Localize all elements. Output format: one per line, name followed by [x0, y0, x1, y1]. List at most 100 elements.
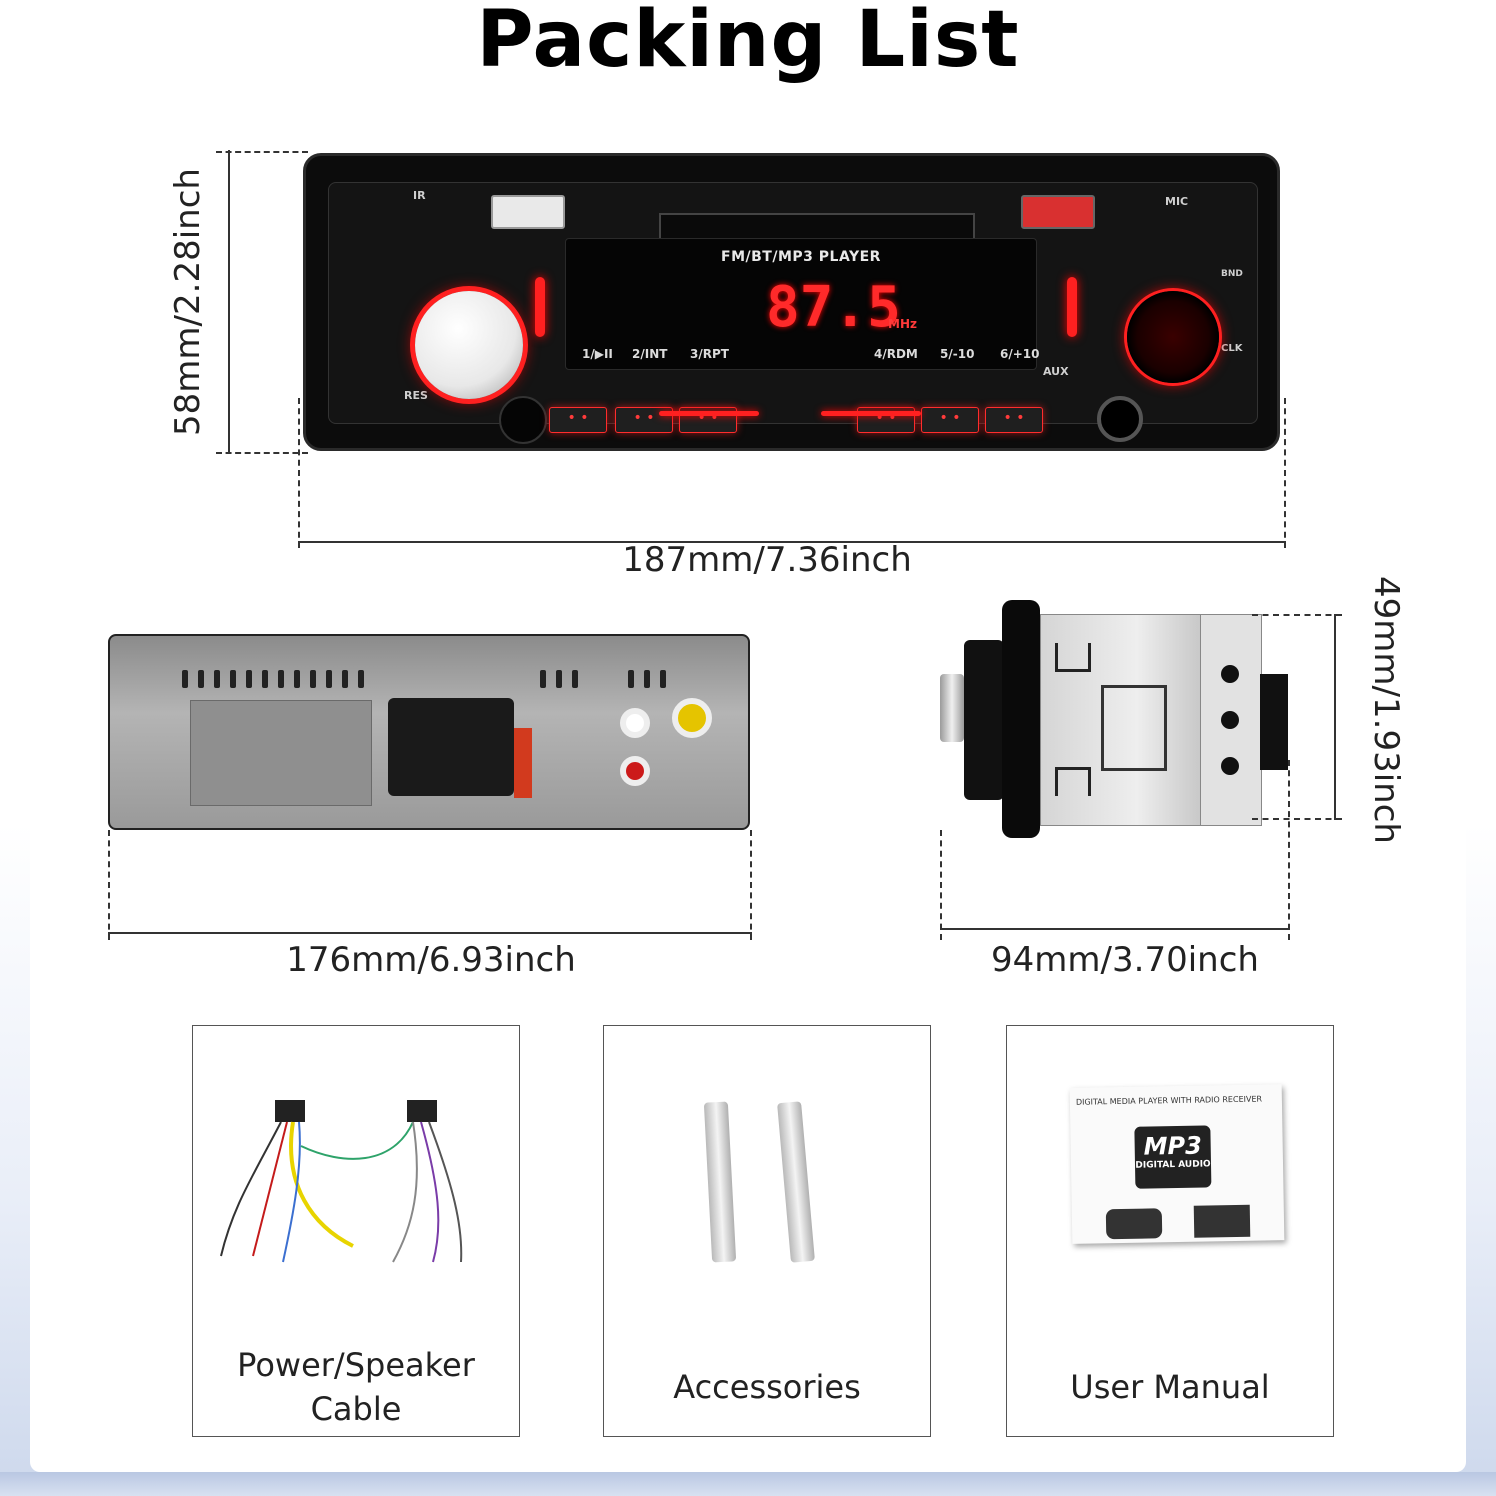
- connector-right: [407, 1100, 437, 1122]
- wire-blue: [282, 1121, 301, 1263]
- wire-purple: [420, 1121, 440, 1263]
- vent: [556, 670, 562, 688]
- wire-black: [220, 1121, 282, 1257]
- side-width-line: [940, 928, 1290, 930]
- wire-grey: [392, 1121, 418, 1263]
- vent: [358, 670, 364, 688]
- vent: [214, 670, 220, 688]
- side-height-label: 49mm/1.93inch: [1366, 576, 1406, 844]
- vent: [310, 670, 316, 688]
- rca-red: [620, 756, 650, 786]
- item-box-accessories: Accessories: [603, 1025, 931, 1437]
- front-width-line: [298, 541, 1286, 543]
- preset-button-2: [615, 407, 673, 433]
- item-label-accessories: Accessories: [673, 1368, 861, 1406]
- cable-illustration: [220, 1100, 463, 1263]
- mic-label: MIC: [1165, 195, 1189, 208]
- mode-dial: [1127, 291, 1219, 383]
- glow-line-left: [659, 411, 759, 416]
- item-label-cable-line1: Power/Speaker: [237, 1346, 475, 1384]
- wire-red: [252, 1121, 288, 1257]
- back-width-tick-left: [108, 830, 110, 940]
- preset-button-6: [985, 407, 1043, 433]
- back-width-line: [108, 932, 752, 934]
- radio-side-view: [940, 600, 1290, 838]
- res-label: RES: [404, 389, 428, 402]
- item-box-cable: Power/Speaker Cable: [192, 1025, 520, 1437]
- manual-card: DIGITAL MEDIA PLAYER WITH RADIO RECEIVER…: [1069, 1084, 1285, 1244]
- front-width-tick-left: [298, 398, 300, 548]
- side-chassis: [1040, 614, 1202, 826]
- mp3-badge: MP3 DIGITAL AUDIO: [1134, 1125, 1212, 1189]
- mp3-badge-sub: DIGITAL AUDIO: [1135, 1159, 1211, 1171]
- manual-header: DIGITAL MEDIA PLAYER WITH RADIO RECEIVER: [1075, 1094, 1263, 1107]
- side-height-line: [1334, 614, 1336, 820]
- item-box-manual: DIGITAL MEDIA PLAYER WITH RADIO RECEIVER…: [1006, 1025, 1334, 1437]
- preset-label-3: 3/RPT: [690, 347, 729, 361]
- front-width-label: 187mm/7.36inch: [622, 540, 912, 580]
- connector-left: [275, 1100, 305, 1122]
- aux-jack: [1097, 396, 1143, 442]
- front-height-tick-top: [216, 151, 308, 153]
- frequency-unit: MHz: [888, 317, 917, 331]
- vent: [262, 670, 268, 688]
- glow-line-right: [821, 411, 921, 416]
- front-width-tick-right: [1284, 398, 1286, 548]
- bottom-band: [0, 1472, 1496, 1496]
- vent: [230, 670, 236, 688]
- clk-label: CLK: [1221, 343, 1243, 354]
- front-height-line: [228, 150, 230, 454]
- display-screen: FM/BT/MP3 PLAYER 87.5 MHz 1/▶II 2/INT 3/…: [565, 238, 1040, 370]
- side-faceplate: [1002, 600, 1040, 838]
- ir-label: IR: [413, 189, 426, 202]
- wire-yellow: [289, 1121, 354, 1248]
- page-title: Packing List: [476, 0, 1020, 85]
- radio-back-view: [108, 634, 750, 830]
- side-rear-box: [1200, 614, 1262, 826]
- hole: [1221, 757, 1239, 775]
- rca-video: [672, 698, 712, 738]
- preset-button-1: [549, 407, 607, 433]
- side-knob: [940, 674, 964, 742]
- clip: [1055, 643, 1091, 672]
- preset-label-1: 1/▶II: [582, 347, 613, 361]
- frequency-readout: 87.5: [766, 275, 901, 340]
- removal-key-right: [777, 1101, 815, 1263]
- vent: [294, 670, 300, 688]
- aux-label: AUX: [1043, 365, 1069, 378]
- vent: [278, 670, 284, 688]
- side-height-tick-top: [1252, 614, 1342, 616]
- item-label-manual: User Manual: [1070, 1368, 1270, 1406]
- back-width-tick-right: [750, 830, 752, 940]
- vent: [182, 670, 188, 688]
- side-width-label: 94mm/3.70inch: [991, 940, 1259, 980]
- left-light-bar: [535, 277, 545, 337]
- hole: [1221, 665, 1239, 683]
- clip: [1055, 767, 1091, 796]
- usb-port-left: [491, 195, 565, 229]
- volume-knob: [415, 291, 523, 399]
- side-connector: [1260, 674, 1288, 770]
- vent: [198, 670, 204, 688]
- vent: [660, 670, 666, 688]
- screen-caption: FM/BT/MP3 PLAYER: [721, 249, 881, 265]
- side-height-tick-bottom: [1252, 818, 1342, 820]
- radio-faceplate: IR RES MIC BND CLK AUX FM/BT/MP3 PLAYER …: [328, 182, 1258, 444]
- disc-logo-icon: [1193, 1204, 1251, 1238]
- side-width-tick-right: [1288, 760, 1290, 940]
- back-label-area: [190, 700, 372, 806]
- bnd-label: BND: [1221, 269, 1243, 279]
- release-button: [499, 396, 547, 444]
- vent: [644, 670, 650, 688]
- removal-key-left: [703, 1101, 737, 1263]
- vent: [628, 670, 634, 688]
- preset-button-5: [921, 407, 979, 433]
- mp3-badge-main: MP3: [1143, 1131, 1203, 1161]
- side-bezel: [964, 640, 1004, 800]
- side-width-tick-left: [940, 830, 942, 940]
- fuse: [514, 728, 532, 798]
- vent: [246, 670, 252, 688]
- preset-label-4: 4/RDM: [874, 347, 918, 361]
- radio-front-view: IR RES MIC BND CLK AUX FM/BT/MP3 PLAYER …: [303, 153, 1280, 451]
- usb-port-right: [1021, 195, 1095, 229]
